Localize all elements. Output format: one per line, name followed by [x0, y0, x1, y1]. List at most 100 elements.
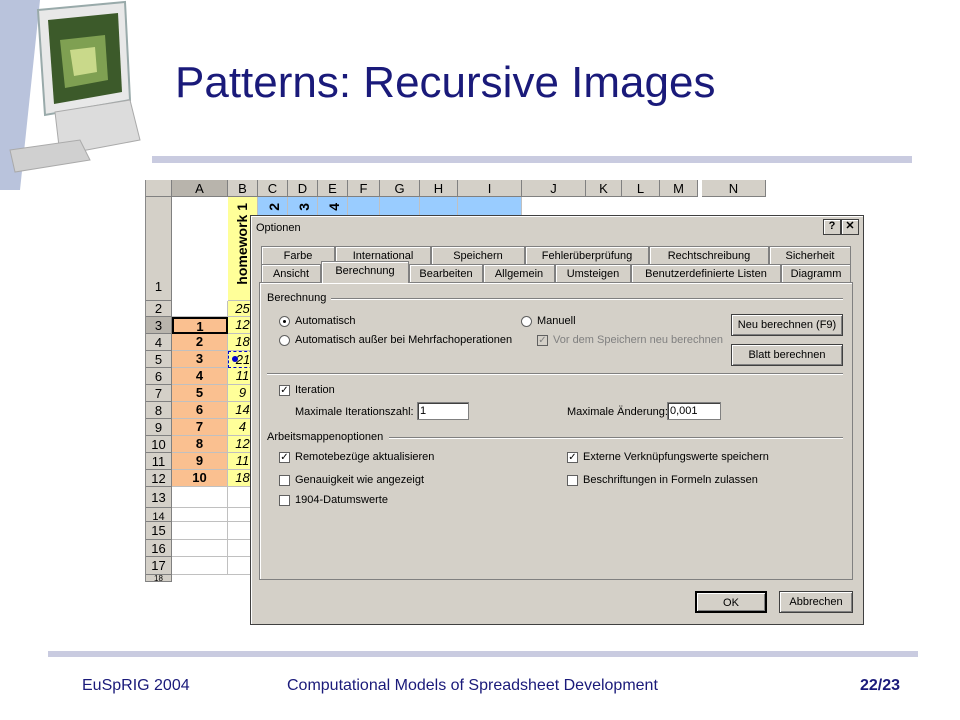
cell-a13[interactable] [172, 487, 228, 508]
checkbox-vor-speichern[interactable]: ✓ [537, 335, 548, 346]
col-header-f[interactable]: F [348, 180, 380, 197]
cell-a2[interactable] [172, 301, 228, 317]
ok-button[interactable]: OK [695, 591, 767, 613]
checkbox-beschriftungen-label[interactable]: Beschriftungen in Formeln zulassen [583, 474, 758, 486]
col-header-a[interactable]: A [172, 180, 228, 197]
checkbox-vor-speichern-label[interactable]: Vor dem Speichern neu berechnen [553, 334, 724, 346]
help-button[interactable]: ? [823, 219, 841, 235]
cell-a4[interactable]: 2 [172, 334, 228, 351]
col-header-d[interactable]: D [288, 180, 318, 197]
row-header-3[interactable]: 3 [146, 317, 172, 334]
cell-a7[interactable]: 5 [172, 385, 228, 402]
corner-header[interactable] [146, 180, 172, 197]
cell-a16[interactable] [172, 540, 228, 557]
checkbox-genauigkeit-label[interactable]: Genauigkeit wie angezeigt [295, 474, 425, 486]
cell-a9[interactable]: 7 [172, 419, 228, 436]
radio-manuell[interactable] [521, 316, 532, 327]
row-header-1[interactable]: 1 [146, 197, 172, 301]
checkbox-iteration[interactable]: ✓ [279, 385, 290, 396]
divider-iteration [267, 373, 843, 375]
tab-farbe[interactable]: Farbe [261, 246, 335, 264]
tab-allgemein[interactable]: Allgemein [483, 264, 555, 282]
cell-a3[interactable]: 1 [172, 317, 228, 334]
tab-fehlerueberpruefung[interactable]: Fehlerüberprüfung [525, 246, 649, 264]
col-header-g[interactable]: G [380, 180, 420, 197]
col-header-e[interactable]: E [318, 180, 348, 197]
col-header-b[interactable]: B [228, 180, 258, 197]
row-header-2[interactable]: 2 [146, 301, 172, 317]
col-header-j[interactable]: J [522, 180, 586, 197]
tab-sicherheit[interactable]: Sicherheit [769, 246, 851, 264]
cell-a11[interactable]: 9 [172, 453, 228, 470]
cell-a5[interactable]: 3 [172, 351, 228, 368]
tab-berechnung[interactable]: Berechnung [321, 261, 409, 283]
cell-a17[interactable] [172, 557, 228, 575]
close-button[interactable]: ✕ [841, 219, 859, 235]
checkbox-genauigkeit[interactable] [279, 475, 290, 486]
radio-automatisch-label[interactable]: Automatisch [295, 315, 356, 327]
col-header-m[interactable]: M [660, 180, 698, 197]
row-header-14[interactable]: 14 [146, 508, 172, 523]
checkbox-externe-werte-label[interactable]: Externe Verknüpfungswerte speichern [583, 451, 769, 463]
row-header-10[interactable]: 10 [146, 436, 172, 453]
col-header-k[interactable]: K [586, 180, 622, 197]
col-header-n[interactable]: N [702, 180, 766, 197]
row-header-12[interactable]: 12 [146, 470, 172, 487]
group-divider-arbeitsmappe [389, 437, 843, 439]
tab-international[interactable]: International [335, 246, 431, 264]
radio-manuell-label[interactable]: Manuell [537, 315, 576, 327]
footer-divider [48, 651, 918, 657]
radio-automatisch-ausser[interactable] [279, 335, 290, 346]
row-header-13[interactable]: 13 [146, 487, 172, 508]
blatt-berechnen-button[interactable]: Blatt berechnen [731, 344, 843, 366]
row-header-9[interactable]: 9 [146, 419, 172, 436]
row-header-5[interactable]: 5 [146, 351, 172, 368]
radio-automatisch-ausser-label[interactable]: Automatisch außer bei Mehrfachoperatione… [295, 334, 513, 346]
checkbox-iteration-label[interactable]: Iteration [295, 384, 335, 396]
row-header-8[interactable]: 8 [146, 402, 172, 419]
checkbox-externe-werte[interactable]: ✓ [567, 452, 578, 463]
monitor-logo-icon [0, 0, 155, 190]
tab-umsteigen[interactable]: Umsteigen [555, 264, 631, 282]
title-divider [152, 156, 912, 163]
row-header-4[interactable]: 4 [146, 334, 172, 351]
tab-diagramm[interactable]: Diagramm [781, 264, 851, 282]
col-header-h[interactable]: H [420, 180, 458, 197]
dialog-titlebar [252, 217, 860, 238]
col-header-c[interactable]: C [258, 180, 288, 197]
max-iter-input[interactable]: 1 [417, 402, 469, 420]
row-header-6[interactable]: 6 [146, 368, 172, 385]
cell-a6[interactable]: 4 [172, 368, 228, 385]
col-header-l[interactable]: L [622, 180, 660, 197]
footer-conference: EuSpRIG 2004 [82, 677, 190, 694]
tab-rechtschreibung[interactable]: Rechtschreibung [649, 246, 769, 264]
max-aenderung-input[interactable]: 0,001 [667, 402, 721, 420]
tab-benutzerdefinierte-listen[interactable]: Benutzerdefinierte Listen [631, 264, 781, 282]
cell-a12[interactable]: 10 [172, 470, 228, 487]
checkbox-remotebezuege[interactable]: ✓ [279, 452, 290, 463]
neu-berechnen-button[interactable]: Neu berechnen (F9) [731, 314, 843, 336]
row-header-15[interactable]: 15 [146, 522, 172, 540]
row-header-17[interactable]: 17 [146, 557, 172, 575]
tab-speichern[interactable]: Speichern [431, 246, 525, 264]
row-header-16[interactable]: 16 [146, 540, 172, 557]
cell-a10[interactable]: 8 [172, 436, 228, 453]
tab-ansicht[interactable]: Ansicht [261, 264, 321, 282]
cell-a14[interactable] [172, 508, 228, 522]
radio-automatisch[interactable] [279, 316, 290, 327]
precedent-arrow-dot-icon [232, 356, 238, 362]
checkbox-remotebezuege-label[interactable]: Remotebezüge aktualisieren [295, 451, 435, 463]
row-header-11[interactable]: 11 [146, 453, 172, 470]
footer-paper-title: Computational Models of Spreadsheet Deve… [287, 677, 658, 694]
abbrechen-button[interactable]: Abbrechen [779, 591, 853, 613]
col-header-i[interactable]: I [458, 180, 522, 197]
cell-a15[interactable] [172, 522, 228, 540]
checkbox-1904-label[interactable]: 1904-Datumswerte [295, 494, 388, 506]
row-header-18[interactable]: 18 [146, 575, 172, 582]
tab-bearbeiten[interactable]: Bearbeiten [409, 264, 483, 282]
row-header-7[interactable]: 7 [146, 385, 172, 402]
checkbox-beschriftungen[interactable] [567, 475, 578, 486]
checkbox-1904[interactable] [279, 495, 290, 506]
slide-title: Patterns: Recursive Images [175, 58, 716, 107]
cell-a8[interactable]: 6 [172, 402, 228, 419]
